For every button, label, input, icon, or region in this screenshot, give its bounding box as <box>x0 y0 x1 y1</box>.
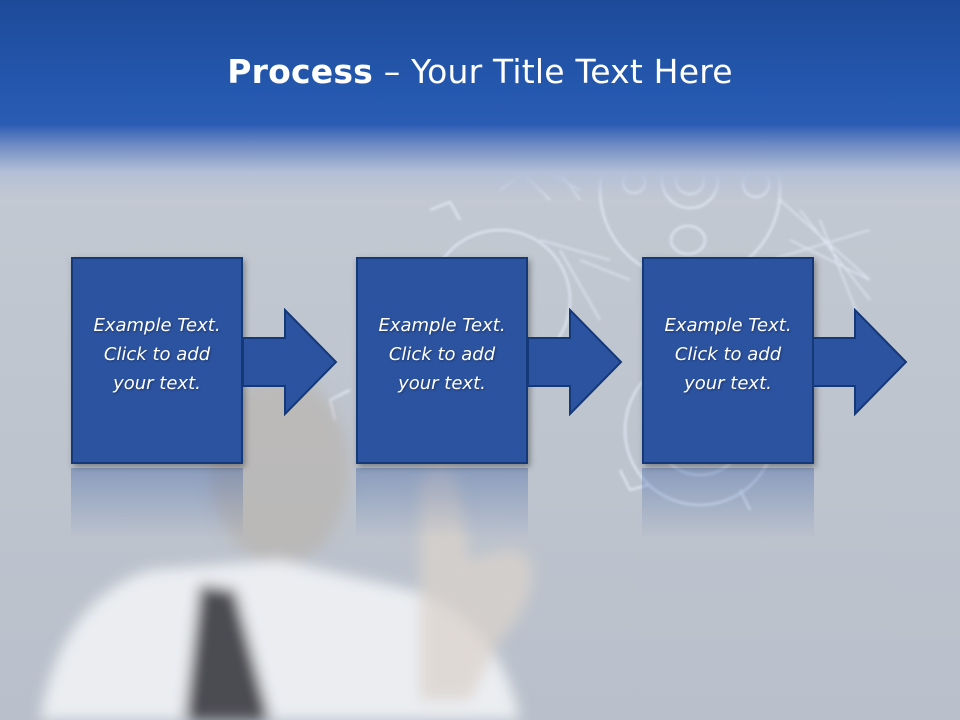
step-2-text[interactable]: Example Text. Click to add your text. <box>378 315 506 394</box>
slide-title: Process – Your Title Text Here <box>0 52 960 91</box>
process-step-2[interactable]: Example Text. Click to add your text. <box>356 257 528 464</box>
arrow-right-icon <box>528 308 623 416</box>
title-rest: – Your Title Text Here <box>373 52 733 91</box>
step-1-text[interactable]: Example Text. Click to add your text. <box>93 315 221 394</box>
title-bold: Process <box>227 52 374 91</box>
process-step-1[interactable]: Example Text. Click to add your text. <box>71 257 243 464</box>
process-step-3[interactable]: Example Text. Click to add your text. <box>642 257 814 464</box>
box-reflection <box>71 468 243 538</box>
box-reflection <box>356 468 528 538</box>
header-band <box>0 0 960 200</box>
box-reflection <box>642 468 814 538</box>
person-photo <box>40 375 532 720</box>
step-3-text[interactable]: Example Text. Click to add your text. <box>664 315 792 394</box>
arrow-right-icon <box>243 308 338 416</box>
arrow-right-icon <box>813 308 908 416</box>
